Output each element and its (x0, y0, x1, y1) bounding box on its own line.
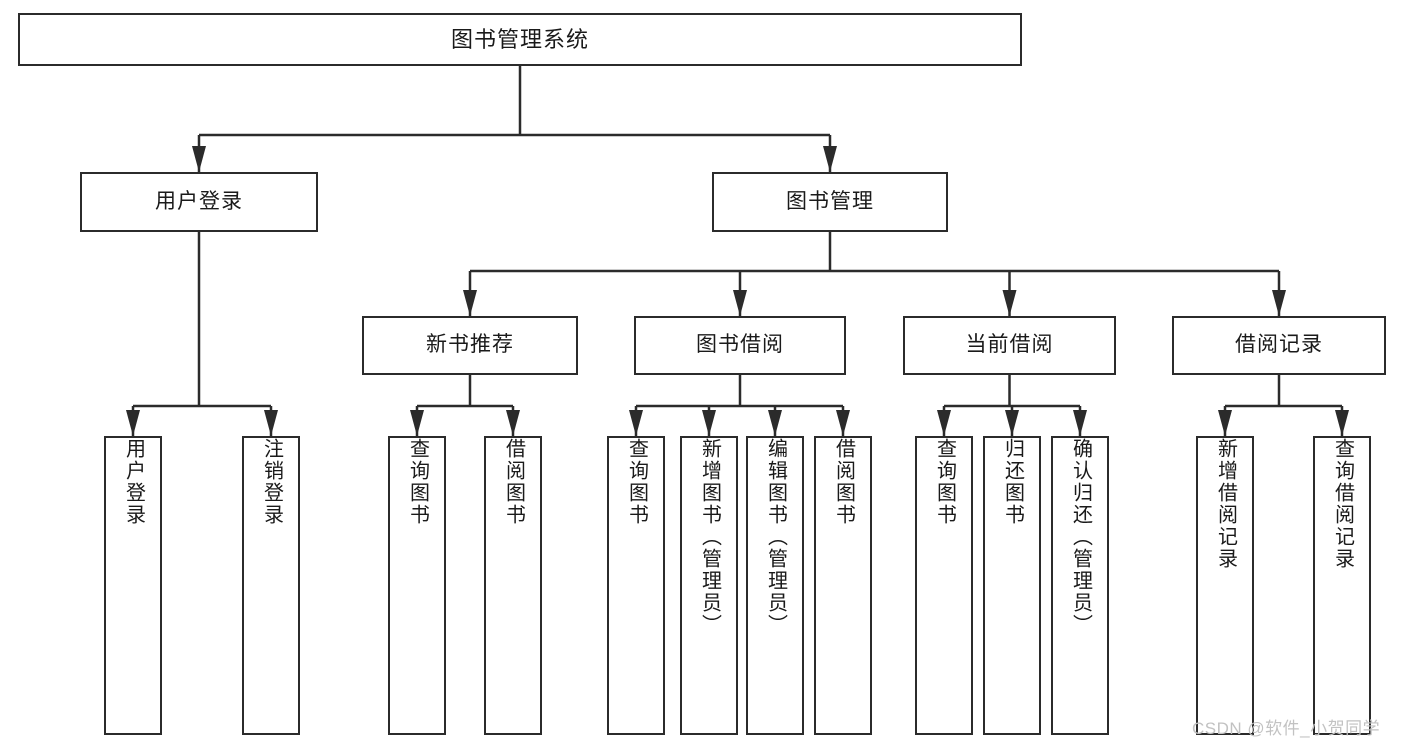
arrowhead-icon-e-n3d-1 (1335, 410, 1349, 436)
node-label-n2a: 用户登录 (155, 189, 243, 213)
arrowhead-icon-e-n3c-2 (1073, 410, 1087, 436)
node-box-l12[interactable]: 新增借阅记录 (1196, 436, 1254, 735)
arrowhead-icon-e-n3c-1 (1005, 410, 1019, 436)
node-box-l5[interactable]: 查询图书 (607, 436, 665, 735)
arrowhead-icon-e-root-0 (192, 146, 206, 172)
node-box-n3c[interactable]: 当前借阅 (903, 316, 1116, 375)
node-label-l2: 注销登录 (260, 438, 283, 526)
node-box-n3a[interactable]: 新书推荐 (362, 316, 578, 375)
arrowhead-icon-e-n3a-1 (506, 410, 520, 436)
node-box-l4[interactable]: 借阅图书 (484, 436, 542, 735)
node-label-l7: 编辑图书（管理员） (764, 438, 787, 636)
node-label-l10: 归还图书 (1001, 438, 1024, 526)
arrowhead-icon-e-n2b-1 (733, 290, 747, 316)
node-label-n3b: 图书借阅 (696, 333, 784, 357)
arrowhead-icon-e-n2b-2 (1002, 290, 1017, 316)
node-label-l9: 查询图书 (933, 438, 956, 526)
arrowhead-icon-e-n3b-2 (768, 410, 782, 436)
node-box-l11[interactable]: 确认归还（管理员） (1051, 436, 1109, 735)
node-box-root[interactable]: 图书管理系统 (18, 13, 1022, 66)
node-box-l3[interactable]: 查询图书 (388, 436, 446, 735)
node-label-l6: 新增图书（管理员） (698, 438, 721, 636)
node-label-n2b: 图书管理 (786, 189, 874, 213)
node-label-l8: 借阅图书 (832, 438, 855, 526)
arrowhead-icon-e-root-1 (823, 146, 837, 172)
node-label-l3: 查询图书 (406, 438, 429, 526)
node-box-n3d[interactable]: 借阅记录 (1172, 316, 1386, 375)
node-label-n3c: 当前借阅 (965, 333, 1054, 357)
node-label-root: 图书管理系统 (450, 26, 589, 52)
node-box-n2a[interactable]: 用户登录 (80, 172, 318, 232)
arrowhead-icon-e-n3d-0 (1218, 410, 1232, 436)
node-label-l4: 借阅图书 (502, 438, 525, 526)
arrowhead-icon-e-n3b-3 (836, 410, 850, 436)
arrowhead-icon-e-n3b-0 (629, 410, 643, 436)
node-box-l1[interactable]: 用户登录 (104, 436, 162, 735)
arrowhead-icon-e-n2b-0 (463, 290, 477, 316)
node-label-l13: 查询借阅记录 (1331, 438, 1354, 570)
node-label-l11: 确认归还（管理员） (1069, 438, 1092, 636)
node-box-l10[interactable]: 归还图书 (983, 436, 1041, 735)
node-label-l5: 查询图书 (625, 438, 648, 526)
arrowhead-icon-e-n2a-0 (126, 410, 140, 436)
arrowhead-icon-e-n3c-0 (937, 410, 951, 436)
node-box-l8[interactable]: 借阅图书 (814, 436, 872, 735)
node-box-l6[interactable]: 新增图书（管理员） (680, 436, 738, 735)
arrowhead-icon-e-n3a-0 (410, 410, 424, 436)
node-box-l9[interactable]: 查询图书 (915, 436, 973, 735)
node-label-l12: 新增借阅记录 (1214, 438, 1237, 570)
csdn-watermark: CSDN @软件_小贺同学 (1192, 719, 1381, 738)
node-label-n3a: 新书推荐 (426, 333, 514, 357)
arrowhead-icon-e-n2b-3 (1272, 290, 1286, 316)
node-box-n3b[interactable]: 图书借阅 (634, 316, 846, 375)
node-box-l2[interactable]: 注销登录 (242, 436, 300, 735)
node-label-l1: 用户登录 (122, 438, 145, 526)
node-box-l13[interactable]: 查询借阅记录 (1313, 436, 1371, 735)
node-box-l7[interactable]: 编辑图书（管理员） (746, 436, 804, 735)
node-box-n2b[interactable]: 图书管理 (712, 172, 948, 232)
arrowhead-icon-e-n3b-1 (702, 410, 716, 436)
node-label-n3d: 借阅记录 (1235, 333, 1323, 357)
arrowhead-icon-e-n2a-1 (264, 410, 278, 436)
